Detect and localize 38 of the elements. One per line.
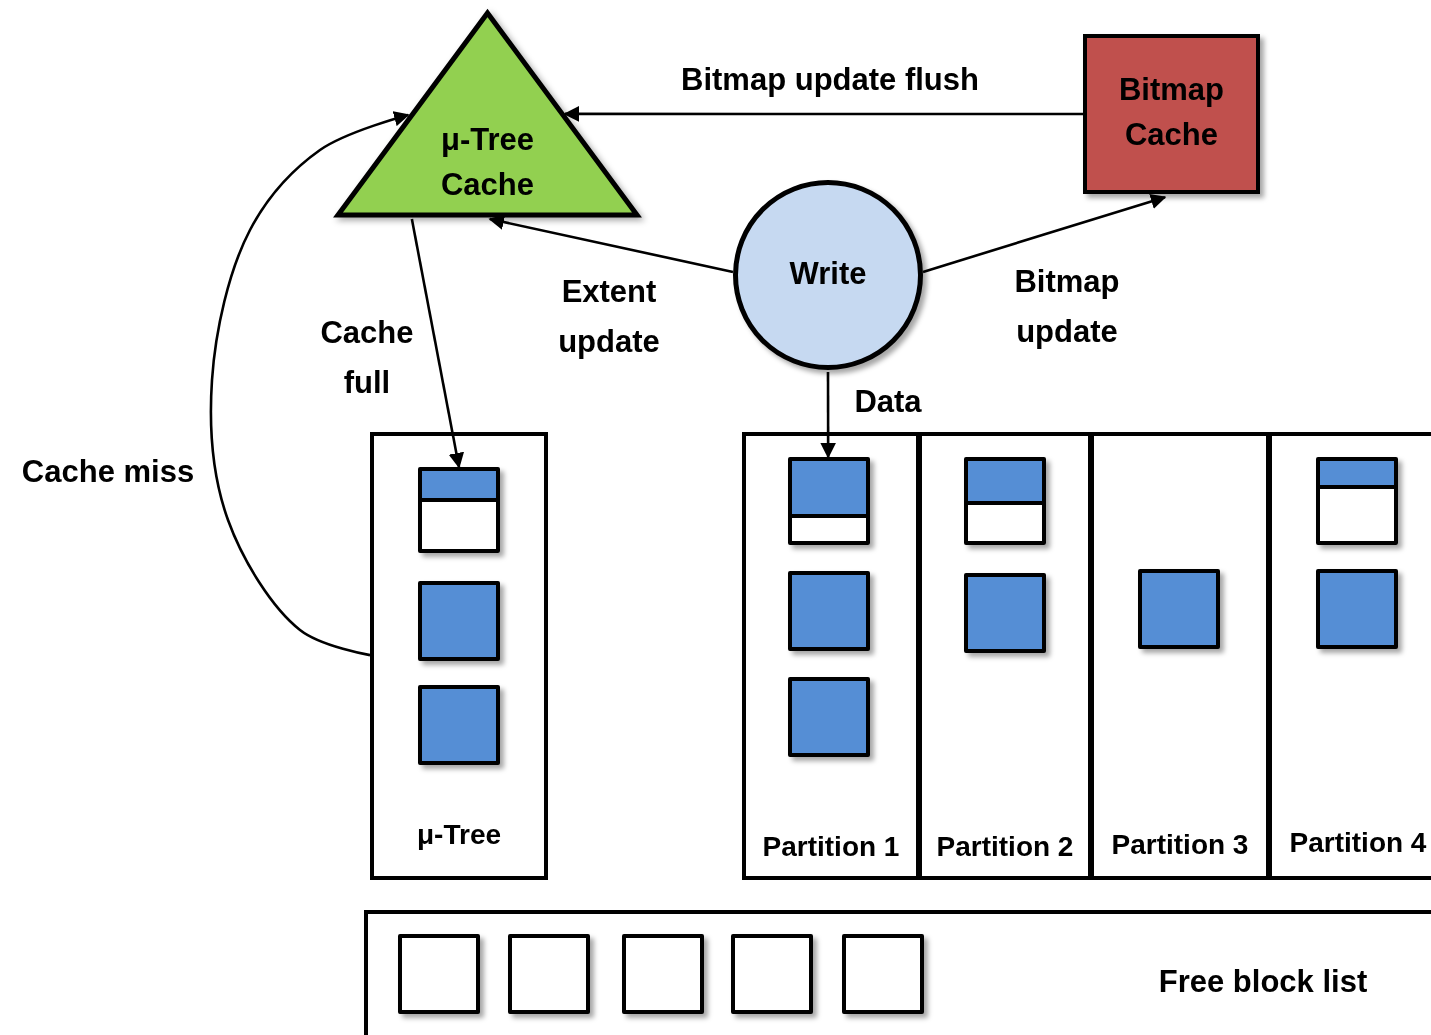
arrow xyxy=(209,111,410,657)
node-label: Partition 1 xyxy=(761,830,901,864)
storage-panel xyxy=(1090,432,1270,880)
storage-panel xyxy=(370,432,548,880)
arrow xyxy=(488,214,734,274)
filled-block xyxy=(1138,569,1220,649)
free-block xyxy=(842,934,924,1014)
arrow xyxy=(820,371,836,459)
list-panel xyxy=(364,910,1431,1035)
filled-block xyxy=(418,581,500,661)
node-label: Partition 2 xyxy=(935,830,1075,864)
free-block xyxy=(398,934,480,1014)
node-label: Partition 3 xyxy=(1110,828,1250,862)
node-label: Bitmap Cache xyxy=(1117,71,1226,154)
partly-filled-block xyxy=(418,467,500,553)
free-block xyxy=(731,934,813,1014)
partly-filled-block xyxy=(788,457,870,545)
filled-block xyxy=(418,685,500,765)
arrow xyxy=(922,193,1167,274)
filled-block xyxy=(964,573,1046,653)
arrow xyxy=(563,106,1083,122)
storage-panel xyxy=(742,432,920,880)
node-label: μ-Tree Cache xyxy=(439,121,536,204)
arrow xyxy=(410,218,465,469)
node-label: Free block list xyxy=(1157,963,1369,1001)
node-label: Write xyxy=(788,255,868,293)
filled-block xyxy=(788,677,870,757)
filled-block xyxy=(1316,569,1398,649)
partly-filled-block xyxy=(964,457,1046,545)
storage-panel xyxy=(918,432,1092,880)
cache-box xyxy=(1083,34,1260,194)
free-block xyxy=(508,934,590,1014)
partly-filled-block xyxy=(1316,457,1398,545)
node-label: μ-Tree xyxy=(415,818,503,852)
node-label: Partition 4 xyxy=(1288,826,1428,860)
storage-panel xyxy=(1268,432,1431,880)
free-block xyxy=(622,934,704,1014)
filled-block xyxy=(788,571,870,651)
